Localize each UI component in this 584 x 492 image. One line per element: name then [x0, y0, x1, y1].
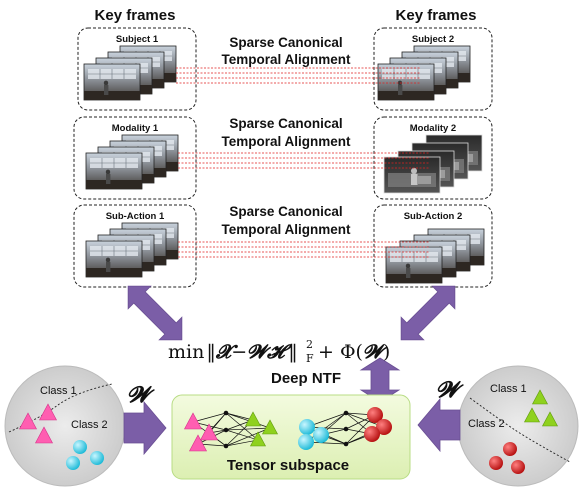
method-subject-line1: Sparse Canonical: [229, 35, 342, 50]
left-box-label-subject: Subject 1: [116, 34, 159, 45]
right-class1-label: Class 1: [490, 383, 527, 395]
left-class2-label: Class 2: [71, 419, 108, 431]
alignment-lines-sub-action: [178, 241, 430, 258]
method-sub-action-line1: Sparse Canonical: [229, 204, 342, 219]
row-modality: Modality 1 Modality 2 Sparse Canonical T…: [73, 116, 493, 200]
method-sub-action-line2: Temporal Alignment: [221, 222, 351, 237]
right-box-label-subject: Subject 2: [412, 34, 454, 45]
left-box-label-sub-action: Sub-Action 1: [106, 211, 165, 222]
svg-text:F: F: [306, 352, 314, 365]
right-class-circle: Class 1 Class 2: [457, 365, 579, 487]
left-w-arrow: [123, 400, 167, 456]
method-modality-line1: Sparse Canonical: [229, 116, 342, 131]
alignment-lines-subject: [176, 67, 420, 84]
left-key-frames-header: Key frames: [95, 7, 176, 24]
deep-ntf-label: Deep NTF: [271, 370, 341, 387]
objective-equation: min‖𝓧−𝓦𝓗‖ 2 F + Φ(𝓦): [168, 338, 390, 365]
left-box-label-modality: Modality 1: [112, 123, 159, 134]
right-key-frames-header: Key frames: [396, 7, 477, 24]
tensor-subspace-box: Tensor subspace: [171, 394, 411, 480]
right-box-label-modality: Modality 2: [410, 123, 456, 134]
svg-text:+ Φ(𝓦): + Φ(𝓦): [318, 341, 390, 363]
left-class1-label: Class 1: [40, 385, 77, 397]
tensor-subspace-label: Tensor subspace: [227, 457, 349, 474]
method-subject-line2: Temporal Alignment: [221, 52, 351, 67]
right-box-label-sub-action: Sub-Action 2: [404, 211, 463, 222]
left-class-circle: Class 1 Class 2: [4, 365, 126, 487]
svg-text:min‖𝓧−𝓦𝓗‖: min‖𝓧−𝓦𝓗‖: [168, 341, 298, 363]
left-diagonal-double-arrow: [127, 285, 183, 341]
alignment-lines-modality: [178, 152, 430, 169]
right-w-arrow: [417, 397, 461, 453]
svg-text:2: 2: [306, 338, 313, 351]
method-modality-line2: Temporal Alignment: [221, 134, 351, 149]
left-w-symbol: 𝓦: [127, 382, 155, 408]
row-subject: Subject 1 Subject 2 Sparse Canonical Tem…: [77, 27, 493, 111]
row-sub-action: Sub-Action 1 Sub-Action 2 Sparse Canonic…: [73, 204, 493, 288]
right-diagonal-double-arrow: [400, 285, 456, 341]
network-nodes: [223, 410, 349, 449]
right-class2-label: Class 2: [468, 418, 505, 430]
